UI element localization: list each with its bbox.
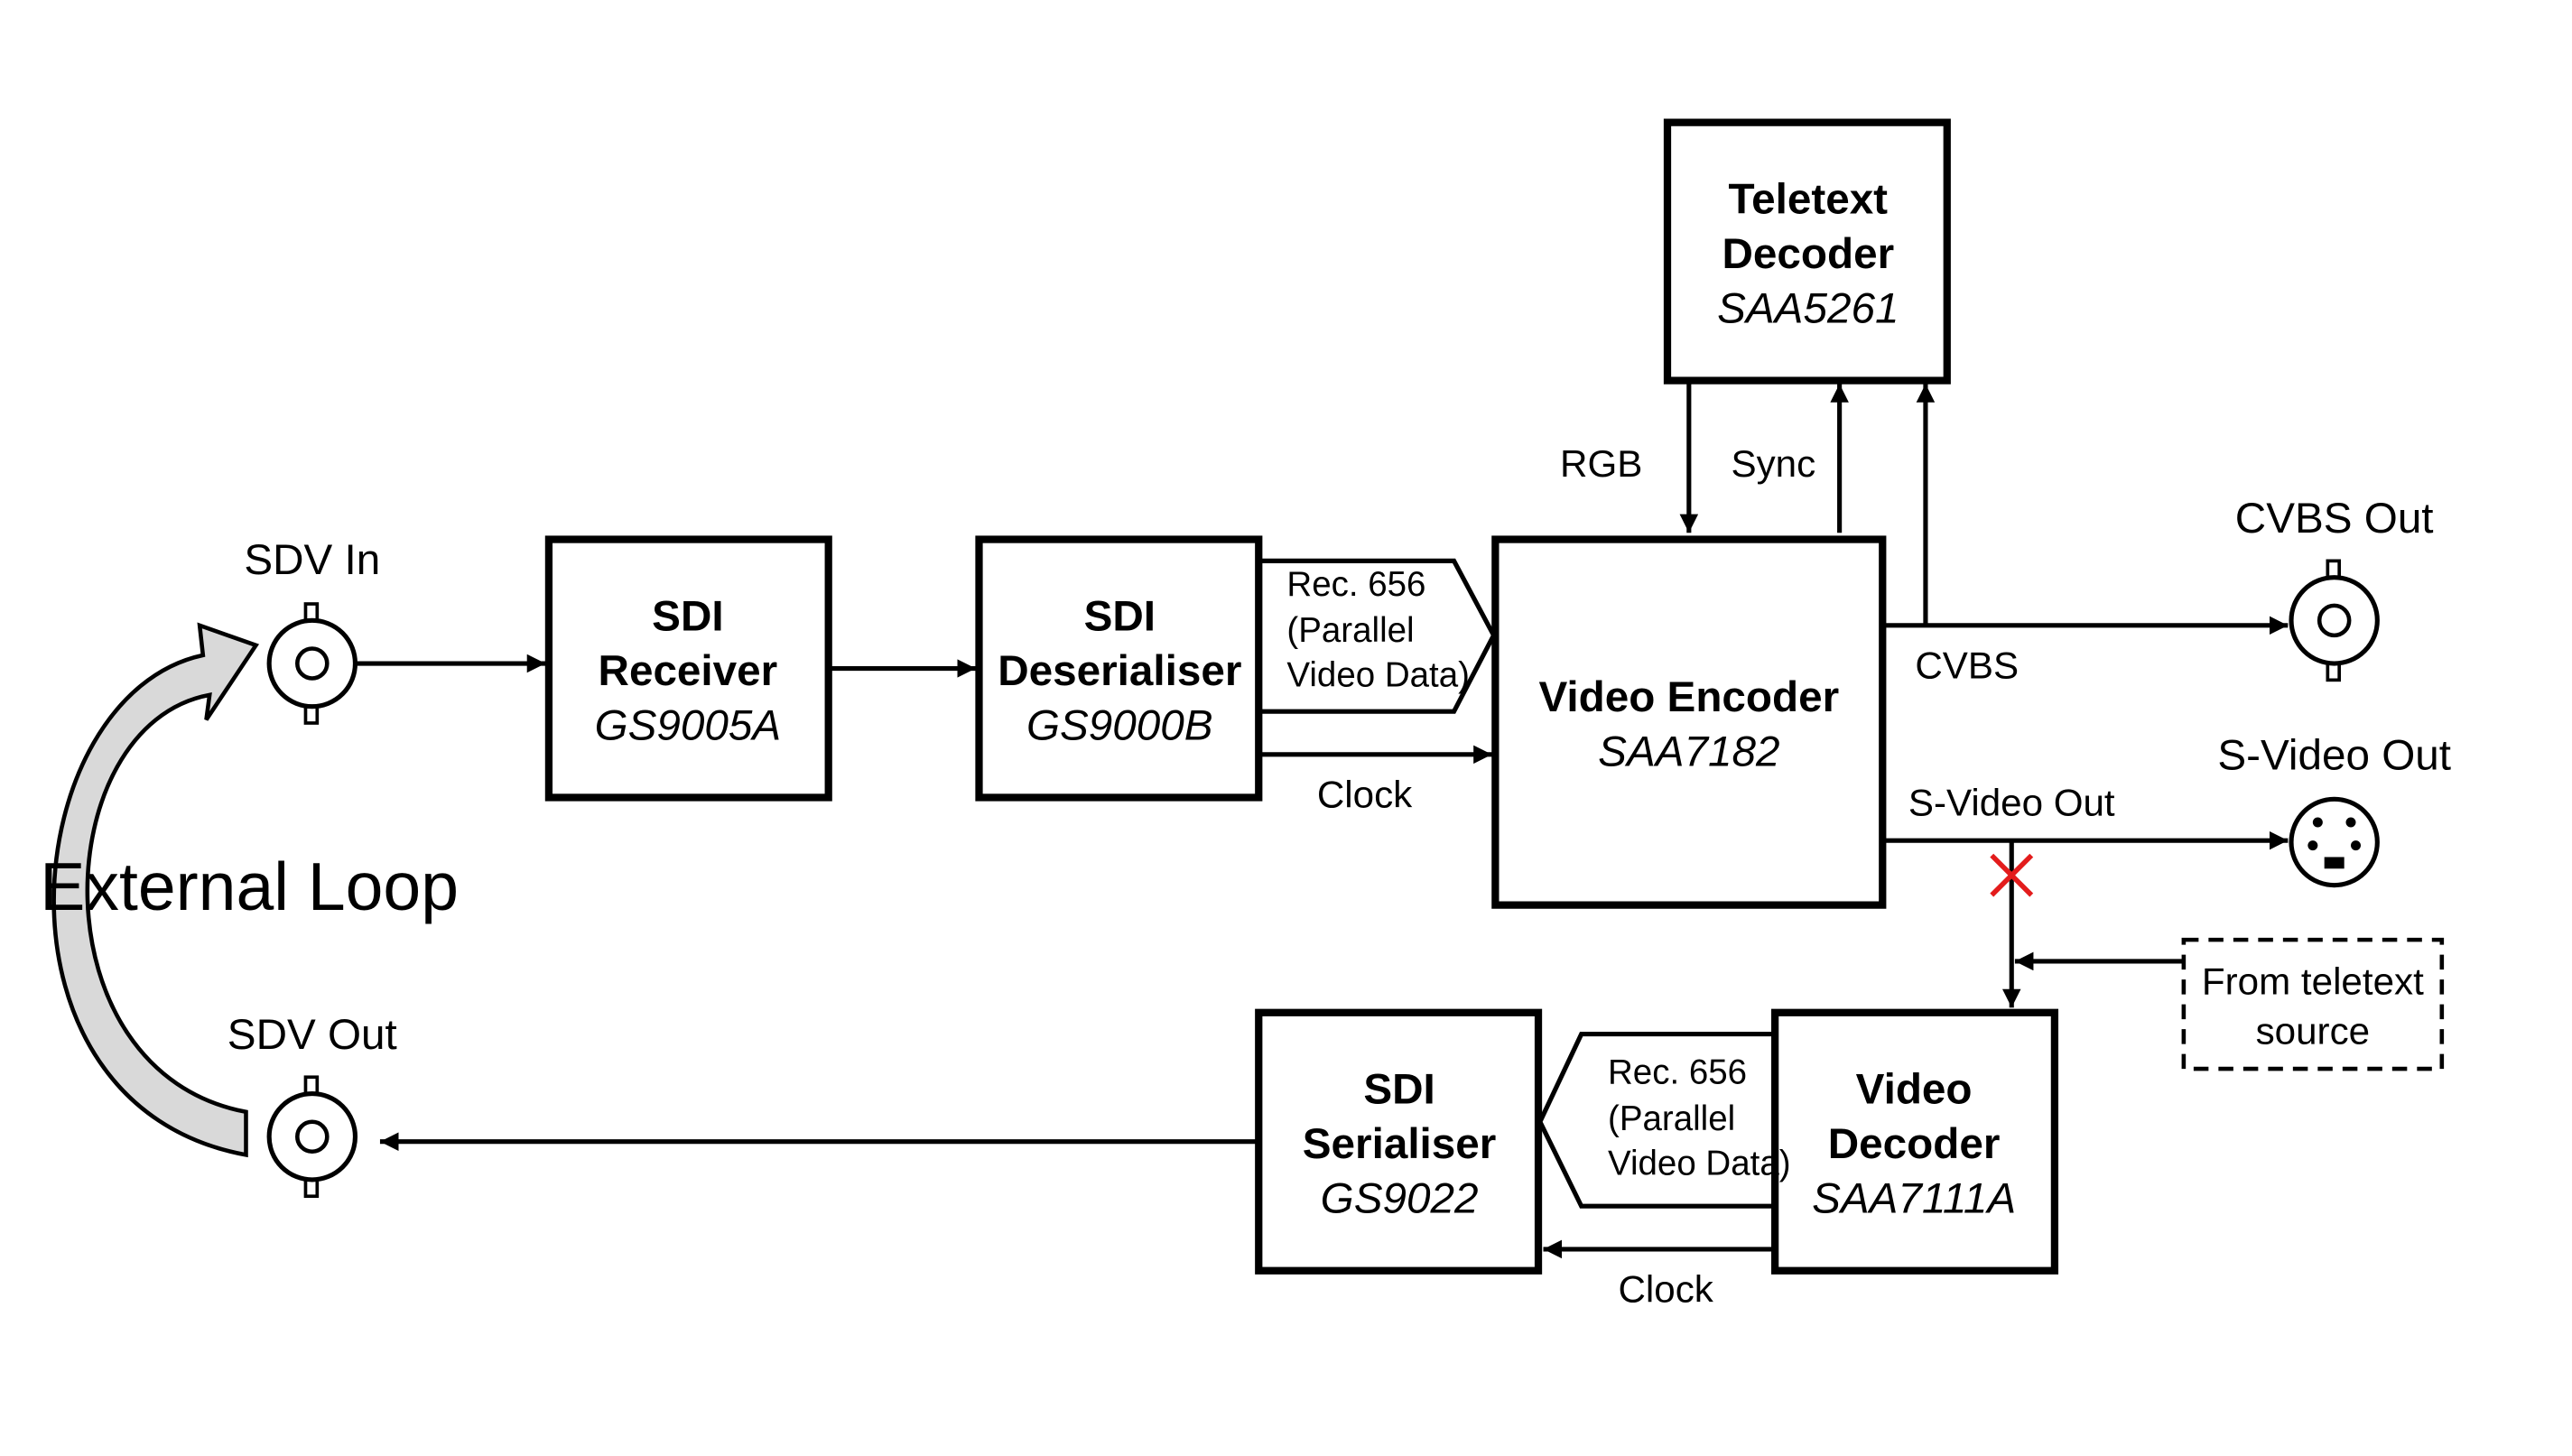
sdi-deserialiser-title: SDI [1084,592,1156,640]
sdi-deserialiser-block: SDI Deserialiser GS9000B [975,535,1263,802]
rec656-bottom-line3: Video Data) [1608,1144,1791,1182]
bnc-connector-icon [266,1075,358,1199]
teletext-decoder-block: Teletext Decoder SAA5261 [1663,118,1951,385]
sdv-in-label: SDV In [244,536,380,584]
teletext-source-line1: From teletext [2202,960,2424,1003]
video-decoder-block: Video Decoder SAA7111A [1771,1008,2059,1275]
video-encoder-part: SAA7182 [1598,728,1779,776]
sdi-serialiser-title: SDI [1363,1066,1435,1114]
sdv-in-connector[interactable] [266,602,358,725]
rec656-bottom-line1: Rec. 656 [1608,1053,1747,1092]
svideo-out-connector[interactable] [2289,796,2380,888]
sdi-deserialiser-title2: Deserialiser [998,647,1241,695]
external-loop-label: External Loop [40,849,459,924]
clock-top-label: Clock [1317,773,1413,815]
cvbs-label: CVBS [1915,645,2019,687]
sdi-serialiser-title2: Serialiser [1303,1120,1497,1168]
video-encoder-block: Video Encoder SAA7182 [1491,535,1887,909]
sync-label: Sync [1731,442,1815,485]
teletext-decoder-title2: Decoder [1722,230,1894,278]
bnc-connector-icon [2289,559,2380,682]
svideo-label: S-Video Out [1908,782,2115,824]
rec656-top-line1: Rec. 656 [1286,565,1425,604]
rgb-label: RGB [1560,442,1642,485]
teletext-decoder-title: Teletext [1729,175,1889,223]
clock-bottom-label: Clock [1618,1268,1713,1311]
bnc-connector-icon [266,602,358,725]
video-decoder-title: Video [1856,1066,1973,1114]
external-loop-arrow-icon [51,622,260,1158]
rec656-bottom-line2: (Parallel [1608,1099,1735,1138]
rec656-bus-top [1258,558,1497,714]
sdi-receiver-title: SDI [652,592,723,640]
sdi-receiver-part: GS9005A [595,701,782,749]
svideo-out-label: S-Video Out [2217,731,2451,779]
sdv-out-label: SDV Out [227,1011,397,1059]
video-encoder-title: Video Encoder [1538,673,1839,721]
cross-icon [1990,853,2034,897]
sdi-deserialiser-part: GS9000B [1026,701,1213,749]
teletext-decoder-part: SAA5261 [1717,284,1899,332]
video-decoder-part: SAA7111A [1812,1175,2016,1223]
svideo-connector-icon [2289,796,2380,888]
video-decoder-title2: Decoder [1828,1120,2001,1168]
sdi-receiver-title2: Receiver [599,647,778,695]
rec656-bus-bottom [1537,1032,1776,1209]
rec656-top-line2: (Parallel [1286,611,1414,650]
rec656-top-line3: Video Data) [1286,656,1470,695]
cvbs-out-label: CVBS Out [2235,495,2434,543]
sdi-receiver-block: SDI Receiver GS9005A [544,535,832,802]
sdi-serialiser-block: SDI Serialiser GS9022 [1255,1008,1543,1275]
sdi-serialiser-part: GS9022 [1321,1175,1479,1223]
cvbs-out-connector[interactable] [2289,559,2380,682]
sdv-out-connector[interactable] [266,1075,358,1199]
teletext-source-line2: source [2256,1010,2370,1053]
teletext-source-box: From teletext source [2181,937,2445,1071]
